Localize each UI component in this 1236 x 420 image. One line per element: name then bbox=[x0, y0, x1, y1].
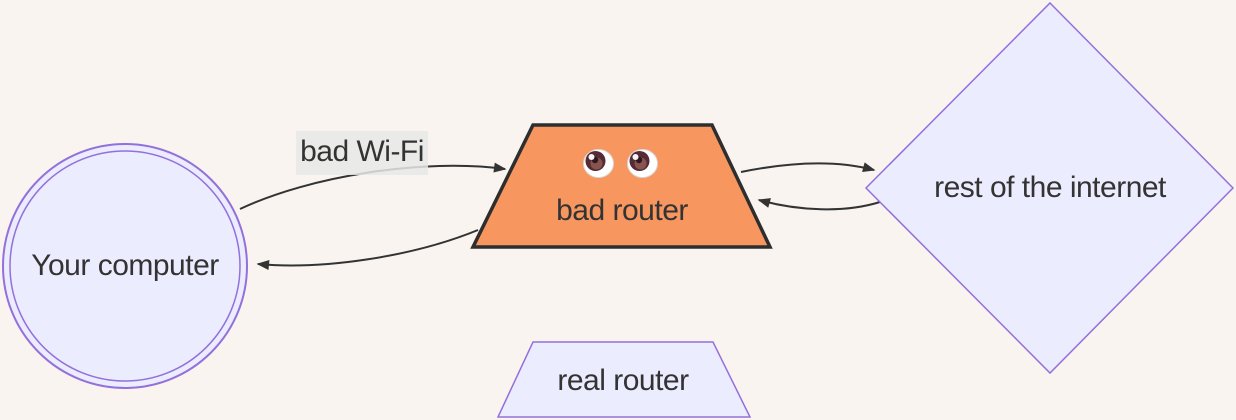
edge-internet-to-bad-router bbox=[757, 198, 881, 211]
node-bad-router bbox=[470, 123, 773, 249]
node-rest-of-internet-shape bbox=[864, 1, 1235, 375]
node-label-rest-of-internet: rest of the internet bbox=[934, 171, 1166, 204]
edge-bad-router-to-internet bbox=[740, 162, 876, 173]
eyes-icon bbox=[583, 149, 658, 178]
edge-bad-router-to-computer bbox=[256, 229, 479, 271]
node-label-your-computer: Your computer bbox=[31, 249, 219, 282]
node-your-computer-outer-circle bbox=[2, 143, 248, 389]
node-real-router-shape bbox=[496, 341, 752, 418]
node-bad-router-shape bbox=[470, 123, 773, 249]
edge-label-bad-wifi: bad Wi-Fi bbox=[296, 131, 428, 175]
node-label-real-router: real router bbox=[557, 364, 689, 397]
node-your-computer-inner-circle bbox=[9, 150, 241, 382]
node-label-bad-router: bad router bbox=[556, 194, 688, 227]
node-your-computer bbox=[2, 143, 248, 389]
